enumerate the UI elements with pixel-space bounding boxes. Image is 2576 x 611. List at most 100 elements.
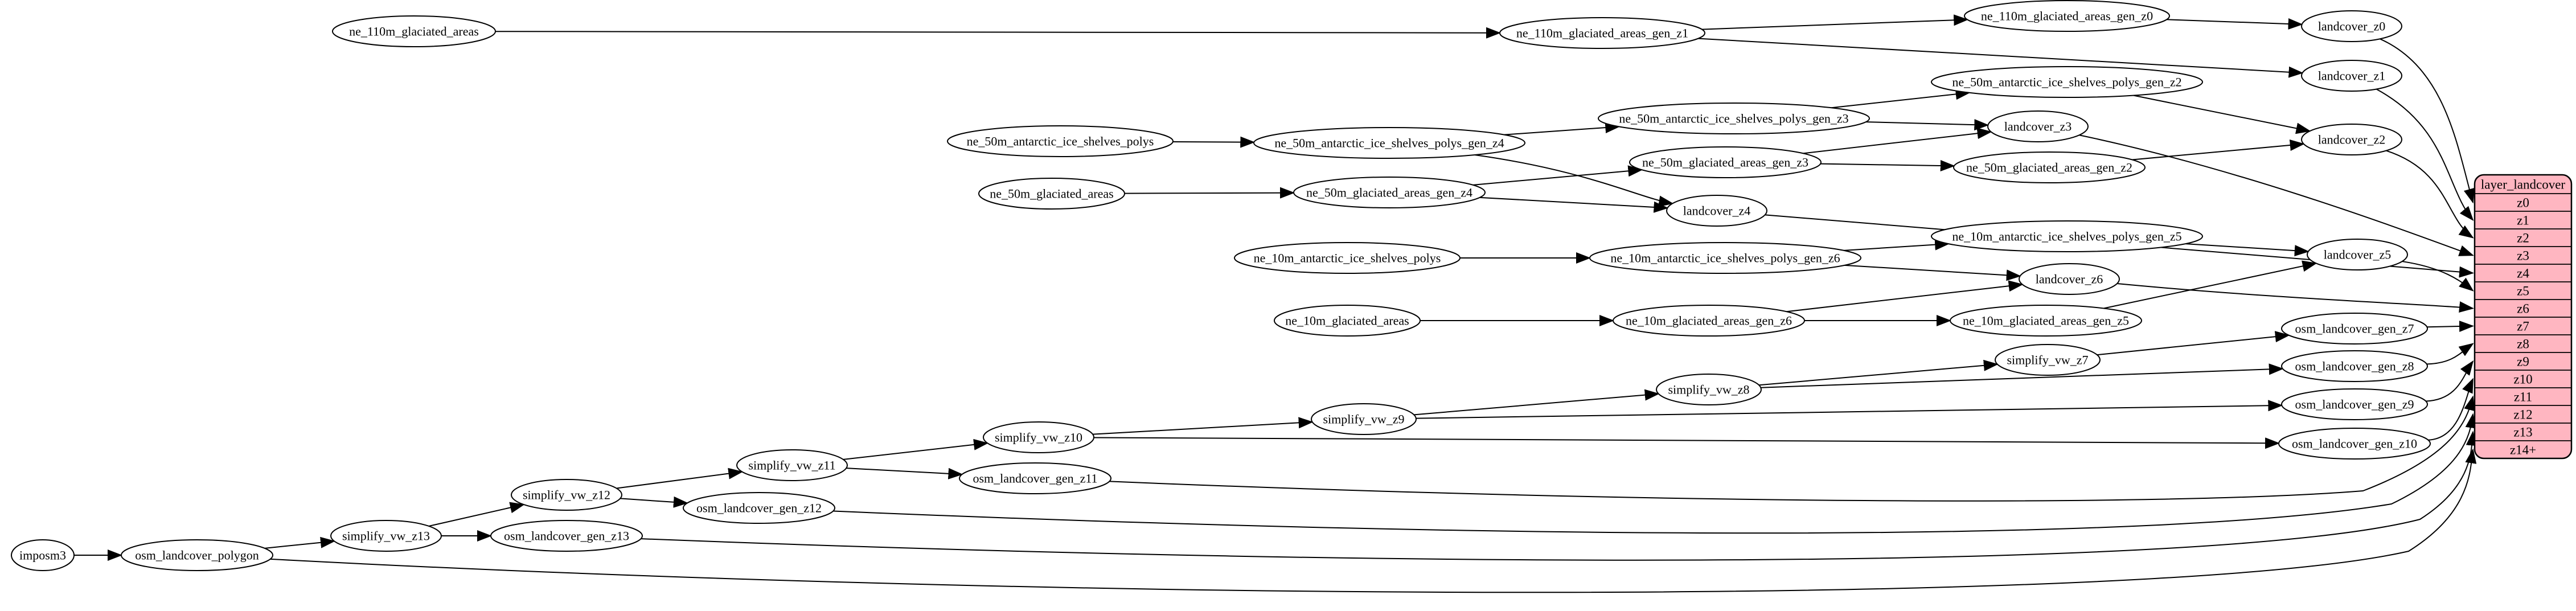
edge-osm_landcover_gen_z7-to-row-z7: [2427, 321, 2474, 333]
node-imposm3-shape: [11, 539, 75, 571]
edge-ne_50m_glaciated_areas-to-ne_50m_glaciated_areas_gen_z4: [1124, 187, 1295, 199]
edge-landcover_z5-to-row-z5: [2402, 261, 2474, 292]
node-ne_10m_antarctic_ice_shelves_polys_gen_z6-label: ne_10m_antarctic_ice_shelves_polys_gen_z…: [1610, 251, 1840, 265]
node-osm_landcover_gen_z9-shape: [2281, 388, 2428, 420]
node-ne_50m_glaciated_areas_gen_z4-label: ne_50m_glaciated_areas_gen_z4: [1306, 186, 1472, 200]
node-landcover_z1-label: landcover_z1: [2318, 69, 2386, 83]
node-landcover_z3-shape: [1987, 110, 2089, 142]
node-ne_50m_glaciated_areas_gen_z2-label: ne_50m_glaciated_areas_gen_z2: [1966, 161, 2132, 175]
node-landcover_z5: landcover_z5: [2307, 239, 2408, 270]
edge-ne_50m_glaciated_areas_gen_z4-to-landcover_z4: [1479, 196, 1669, 213]
edge-simplify_vw_z12-to-simplify_vw_z11: [616, 468, 744, 489]
edge-osm_landcover_gen_z10-to-row-z10: [2428, 378, 2474, 441]
node-ne_50m_antarctic_ice_shelves_polys_gen_z4-shape: [1253, 127, 1525, 159]
node-simplify_vw_z11-label: simplify_vw_z11: [748, 458, 835, 473]
edge-simplify_vw_z10-to-simplify_vw_z9: [1093, 417, 1314, 435]
node-simplify_vw_z11: simplify_vw_z11: [736, 449, 848, 481]
node-ne_50m_glaciated_areas_gen_z4: ne_50m_glaciated_areas_gen_z4: [1293, 177, 1486, 208]
node-simplify_vw_z9-label: simplify_vw_z9: [1323, 412, 1405, 427]
table-row-z12: z12: [2513, 408, 2532, 422]
node-ne_110m_glaciated_areas: ne_110m_glaciated_areas: [332, 15, 496, 47]
node-osm_landcover_gen_z10-shape: [2278, 428, 2431, 460]
edge-osm_landcover_gen_z12-to-row-z12: [833, 413, 2477, 534]
node-landcover_z0: landcover_z0: [2301, 10, 2402, 42]
edge-ne_10m_glaciated_areas_gen_z6-to-landcover_z6: [1786, 280, 2024, 313]
node-ne_10m_antarctic_ice_shelves_polys: ne_10m_antarctic_ice_shelves_polys: [1234, 242, 1461, 274]
table-row-z6: z6: [2517, 302, 2529, 316]
node-ne_10m_antarctic_ice_shelves_polys_gen_z6-shape: [1589, 242, 1861, 274]
edge-simplify_vw_z7-to-osm_landcover_gen_z7: [2097, 331, 2290, 356]
node-ne_110m_glaciated_areas_gen_z0-label: ne_110m_glaciated_areas_gen_z0: [1981, 9, 2153, 23]
node-osm_landcover_gen_z11-label: osm_landcover_gen_z11: [973, 471, 1097, 486]
node-ne_10m_antarctic_ice_shelves_polys-shape: [1234, 242, 1461, 274]
node-landcover_z5-shape: [2307, 239, 2408, 270]
node-landcover_z1: landcover_z1: [2301, 60, 2402, 92]
node-landcover_z5-label: landcover_z5: [2324, 248, 2392, 262]
node-osm_landcover_gen_z7: osm_landcover_gen_z7: [2281, 313, 2428, 345]
node-landcover_z6-label: landcover_z6: [2036, 272, 2103, 286]
node-landcover_z0-shape: [2301, 10, 2402, 42]
edge-osm_landcover_gen_z11-to-row-z11: [1109, 395, 2475, 502]
table-row-z0: z0: [2517, 196, 2529, 210]
node-ne_10m_glaciated_areas_gen_z6-shape: [1613, 305, 1805, 337]
node-simplify_vw_z10: simplify_vw_z10: [983, 421, 1094, 453]
edge-simplify_vw_z10-to-osm_landcover_gen_z10: [1093, 437, 2280, 449]
table-title: layer_landcover: [2481, 178, 2565, 192]
node-ne_50m_glaciated_areas_gen_z2-shape: [1953, 151, 2146, 183]
node-osm_landcover_gen_z12: osm_landcover_gen_z12: [683, 492, 835, 524]
edge-ne_110m_glaciated_areas_gen_z1-to-ne_110m_glaciated_areas_gen_z0: [1701, 14, 1969, 30]
node-landcover_z3: landcover_z3: [1987, 110, 2089, 142]
node-ne_50m_antarctic_ice_shelves_polys_gen_z3: ne_50m_antarctic_ice_shelves_polys_gen_z…: [1598, 102, 1870, 134]
edge-ne_50m_antarctic_ice_shelves_polys_gen_z3-to-landcover_z3: [1865, 119, 1990, 131]
node-osm_landcover_polygon-shape: [121, 539, 273, 571]
edge-ne_110m_glaciated_areas_gen_z0-to-landcover_z0: [2166, 18, 2303, 30]
node-ne_50m_antarctic_ice_shelves_polys_gen_z2: ne_50m_antarctic_ice_shelves_polys_gen_z…: [1931, 66, 2203, 98]
node-ne_50m_antarctic_ice_shelves_polys_gen_z4-label: ne_50m_antarctic_ice_shelves_polys_gen_z…: [1274, 136, 1504, 150]
node-osm_landcover_gen_z9: osm_landcover_gen_z9: [2281, 388, 2428, 420]
node-landcover_z2-shape: [2301, 124, 2402, 155]
edge-simplify_vw_z11-to-simplify_vw_z10: [843, 438, 989, 460]
node-landcover_z4-label: landcover_z4: [1683, 204, 1751, 218]
edge-landcover_z1-to-row-z1: [2376, 88, 2474, 222]
node-ne_50m_glaciated_areas_gen_z3: ne_50m_glaciated_areas_gen_z3: [1629, 146, 1822, 178]
node-simplify_vw_z7: simplify_vw_z7: [1995, 344, 2101, 376]
node-simplify_vw_z10-shape: [983, 421, 1094, 453]
table-row-z9: z9: [2517, 355, 2529, 369]
node-ne_10m_glaciated_areas_gen_z6: ne_10m_glaciated_areas_gen_z6: [1613, 305, 1805, 337]
edge-landcover_z0-to-row-z0: [2380, 38, 2475, 204]
table-row-z7: z7: [2517, 319, 2529, 334]
node-ne_50m_antarctic_ice_shelves_polys_gen_z4: ne_50m_antarctic_ice_shelves_polys_gen_z…: [1253, 127, 1525, 159]
node-simplify_vw_z8-shape: [1656, 374, 1762, 405]
edge-simplify_vw_z11-to-osm_landcover_gen_z11: [846, 468, 963, 479]
table-row-z5: z5: [2517, 284, 2529, 298]
nodes-layer: ne_110m_glaciated_areas ne_110m_glaciated…: [11, 0, 2431, 571]
node-ne_50m_glaciated_areas-label: ne_50m_glaciated_areas: [990, 187, 1113, 201]
edge-ne_10m_antarctic_ice_shelves_polys_gen_z6-to-landcover_z6: [1844, 264, 2021, 281]
node-landcover_z3-label: landcover_z3: [2004, 120, 2072, 134]
node-ne_10m_glaciated_areas_gen_z6-label: ne_10m_glaciated_areas_gen_z6: [1626, 314, 1792, 328]
node-simplify_vw_z13: simplify_vw_z13: [330, 520, 442, 552]
edge-landcover_z3-to-row-z3: [2079, 134, 2474, 256]
edge-ne_10m_antarctic_ice_shelves_polys_gen_z5-to-landcover_z5: [2185, 243, 2310, 257]
table-row-z2: z2: [2517, 231, 2529, 245]
edge-osm_landcover_gen_z13-to-row-z13: [641, 430, 2477, 561]
node-landcover_z2-label: landcover_z2: [2318, 133, 2386, 147]
edge-simplify_vw_z8-to-osm_landcover_gen_z8: [1761, 363, 2284, 388]
node-osm_landcover_polygon-label: osm_landcover_polygon: [135, 548, 259, 563]
node-osm_landcover_gen_z7-label: osm_landcover_gen_z7: [2295, 322, 2414, 336]
layer-landcover-table: layer_landcoverz0z1z2z3z4z5z6z7z8z9z10z1…: [2474, 174, 2573, 460]
table-row-z8: z8: [2517, 337, 2529, 351]
edge-simplify_vw_z13-to-simplify_vw_z12: [428, 502, 525, 527]
node-ne_10m_glaciated_areas_gen_z5-label: ne_10m_glaciated_areas_gen_z5: [1963, 314, 2129, 328]
node-ne_50m_antarctic_ice_shelves_polys_gen_z3-label: ne_50m_antarctic_ice_shelves_polys_gen_z…: [1619, 112, 1848, 126]
node-osm_landcover_gen_z7-shape: [2281, 313, 2428, 345]
node-ne_10m_antarctic_ice_shelves_polys_gen_z5-label: ne_10m_antarctic_ice_shelves_polys_gen_z…: [1952, 229, 2181, 244]
node-ne_50m_glaciated_areas_gen_z4-shape: [1293, 177, 1486, 208]
node-osm_landcover_gen_z10: osm_landcover_gen_z10: [2278, 428, 2431, 460]
edge-simplify_vw_z9-to-osm_landcover_gen_z9: [1416, 400, 2283, 419]
node-ne_110m_glaciated_areas_gen_z1-label: ne_110m_glaciated_areas_gen_z1: [1516, 26, 1688, 40]
node-ne_10m_antarctic_ice_shelves_polys_gen_z5: ne_10m_antarctic_ice_shelves_polys_gen_z…: [1931, 220, 2203, 252]
edge-landcover_z2-to-row-z2: [2386, 150, 2474, 239]
node-landcover_z6-shape: [2019, 263, 2120, 295]
